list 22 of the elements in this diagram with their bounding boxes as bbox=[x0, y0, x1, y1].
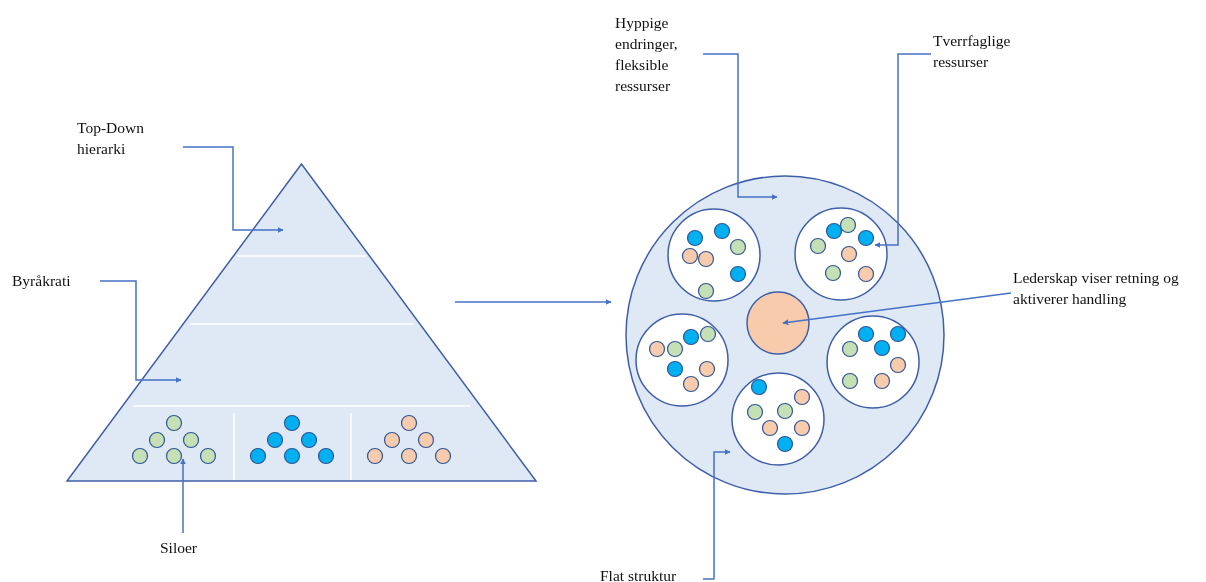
leader-label: Flat struktur bbox=[600, 565, 703, 582]
leader-arrow bbox=[782, 292, 1012, 326]
leader-label: Top-Down hierarki bbox=[77, 117, 183, 161]
leader-arrow bbox=[99, 280, 182, 383]
circle-shape bbox=[625, 175, 945, 495]
leader-label: Tverrfaglige ressurser bbox=[933, 30, 1033, 74]
circle-shape bbox=[826, 315, 920, 409]
leader-label: Hyppige endringer, fleksible ressurser bbox=[615, 12, 703, 98]
circle-shape bbox=[794, 207, 888, 301]
circle-shape bbox=[635, 313, 729, 407]
circle-shape bbox=[731, 372, 825, 466]
leader-arrow bbox=[180, 458, 186, 534]
leader-arrow bbox=[454, 299, 612, 305]
leader-arrow bbox=[874, 53, 932, 248]
leader-label: Siloer bbox=[160, 537, 206, 559]
circle-shape bbox=[667, 208, 761, 302]
circle-shape bbox=[746, 291, 810, 355]
leader-arrow bbox=[182, 146, 284, 233]
leader-arrow bbox=[702, 449, 731, 580]
leader-label: Byråkrati bbox=[12, 270, 100, 292]
leader-arrow bbox=[702, 53, 778, 200]
leader-label: Lederskap viser retning og aktiverer handling bbox=[1013, 267, 1203, 311]
